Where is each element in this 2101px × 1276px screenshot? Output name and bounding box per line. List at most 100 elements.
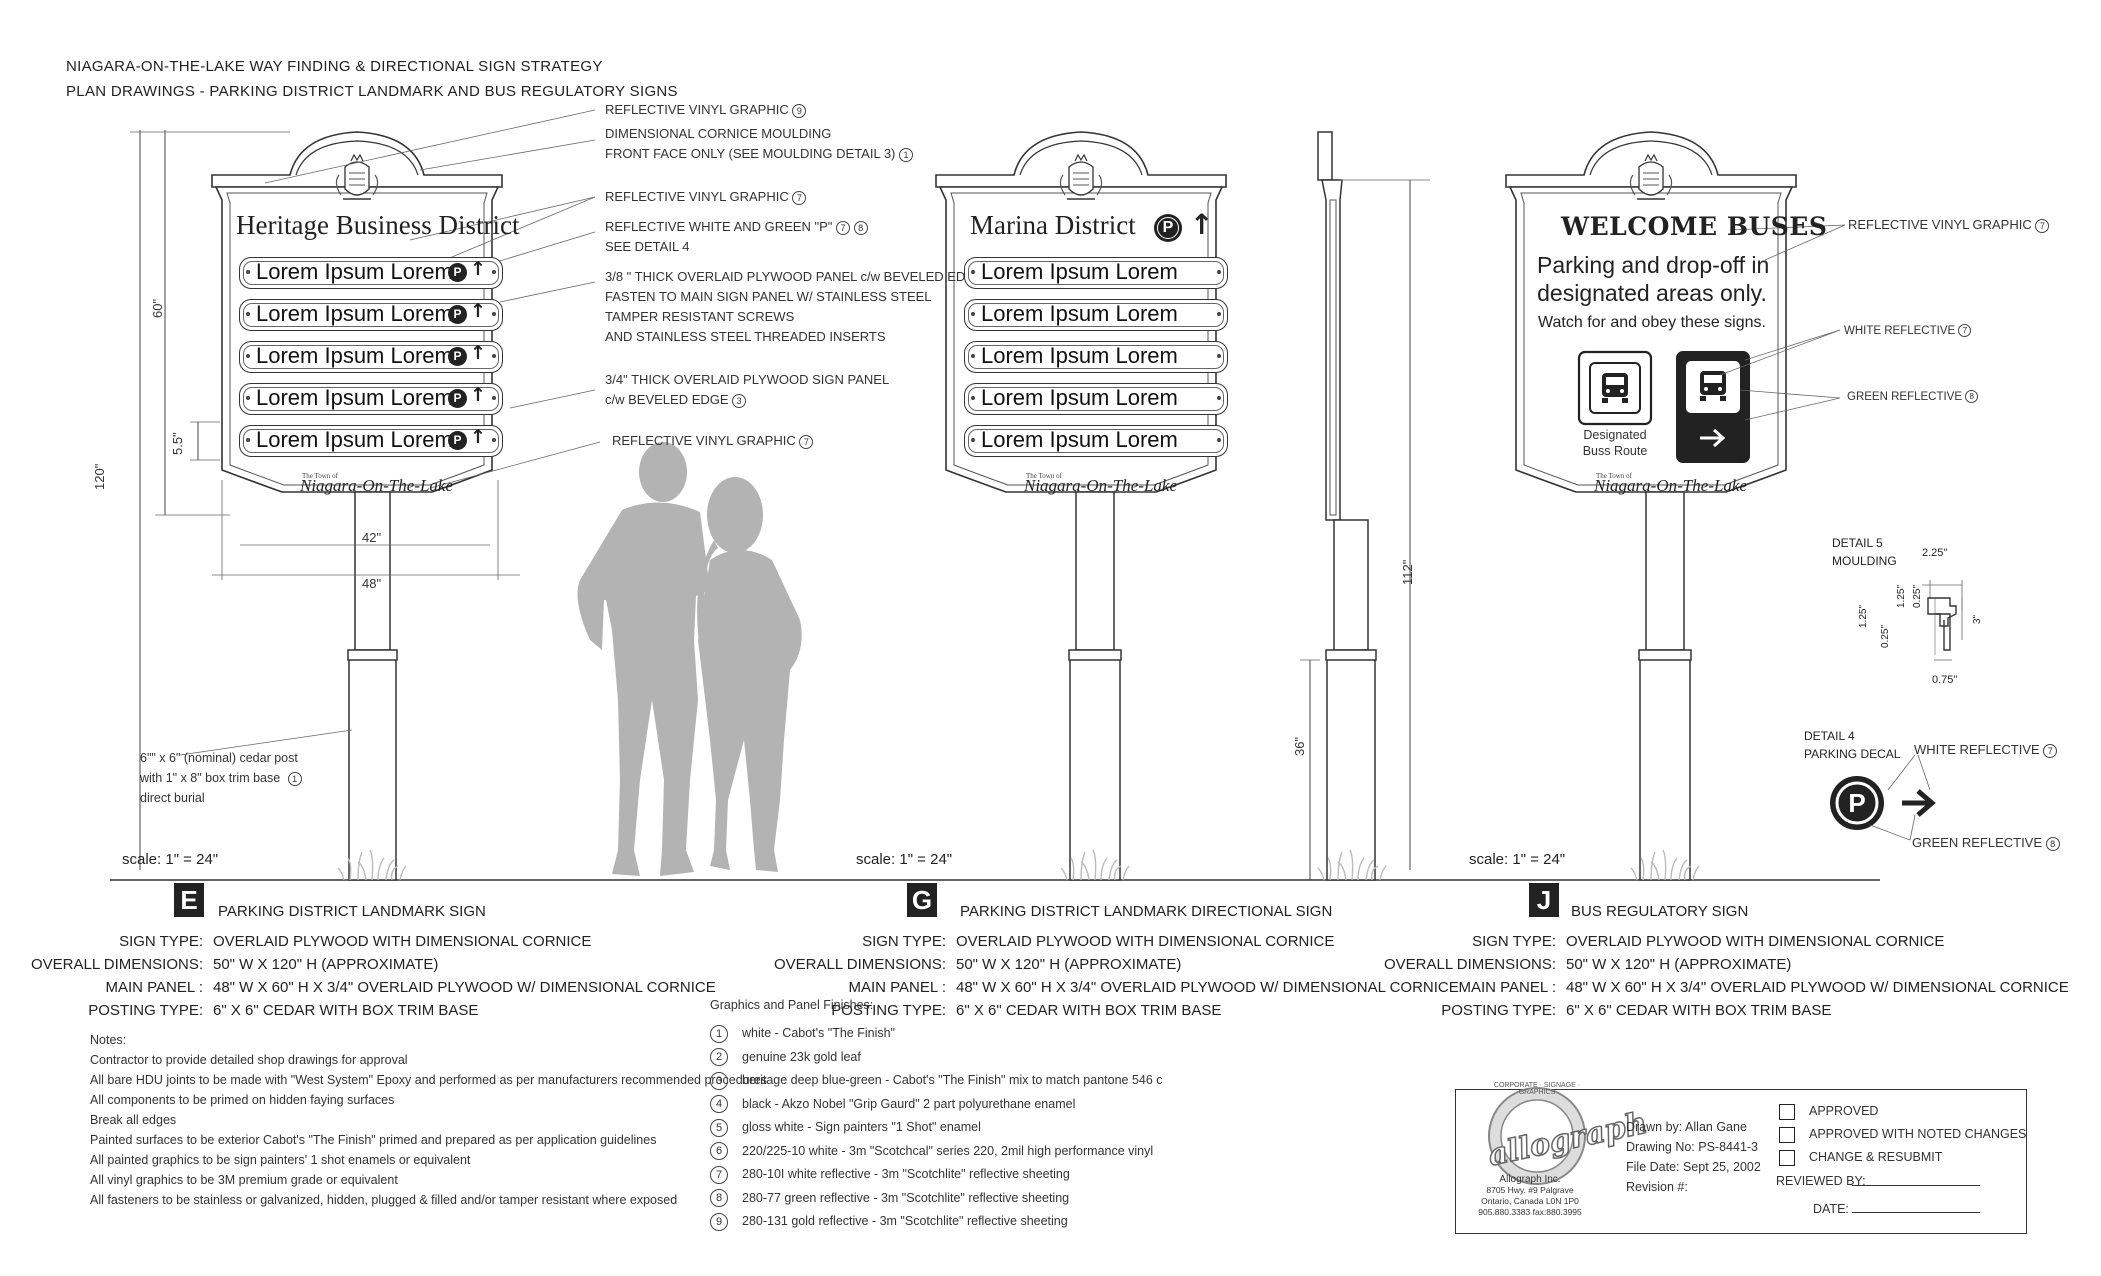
dim-120: 120" xyxy=(92,463,107,490)
sign-j-line2: designated areas only. xyxy=(1537,280,1767,306)
d5-0-25b: 0.25" xyxy=(1880,624,1891,648)
sign-e-name: PARKING DISTRICT LANDMARK SIGN xyxy=(218,903,486,920)
spec-key: OVERALL DIMENSIONS: xyxy=(31,956,203,973)
strip-label: Lorem Ipsum Lorem xyxy=(981,427,1178,452)
dim-112: 112" xyxy=(1400,559,1415,585)
spec-value: 50" W X 120" H (APPROXIMATE) xyxy=(956,956,1182,973)
arrow-up-icon: ↑ xyxy=(470,258,486,280)
sign-j-line3: Watch for and obey these signs. xyxy=(1538,314,1766,331)
spec-value: 6" X 6" CEDAR WITH BOX TRIM BASE xyxy=(213,1002,479,1019)
approved-checkbox[interactable]: APPROVED xyxy=(1779,1100,2026,1123)
finish-text: heritage deep blue-green - Cabot's "The … xyxy=(742,1073,1163,1087)
parking-p-icon: P xyxy=(448,347,467,366)
finish-item: 4 black - Akzo Nobel "Grip Gaurd" 2 part … xyxy=(710,1093,1075,1115)
notes-title: Notes: xyxy=(90,1033,127,1047)
finish-number: 9 xyxy=(710,1212,728,1231)
sign-j-title: WELCOME BUSES xyxy=(1561,212,1828,241)
sign-e-logo: Niagara-On-The-Lake xyxy=(300,476,453,495)
d5-1-25a: 1.25" xyxy=(1896,584,1907,608)
spec-key: SIGN TYPE: xyxy=(862,933,946,950)
d5-2-25: 2.25" xyxy=(1922,547,1948,559)
sign-j-logo-small: The Town of xyxy=(1596,472,1632,480)
finish-text: 220/225-10 white - 3m "Scotchcal" series… xyxy=(742,1143,1154,1158)
finish-text: black - Akzo Nobel "Grip Gaurd" 2 part p… xyxy=(742,1096,1076,1111)
spec-value: OVERLAID PLYWOOD WITH DIMENSIONAL CORNIC… xyxy=(213,933,592,950)
arrow-up-icon: ↑ xyxy=(470,342,486,364)
spec-key: SIGN TYPE: xyxy=(119,933,203,950)
spec-value: 48" W X 60" H X 3/4" OVERLAID PLYWOOD W/… xyxy=(1566,979,2069,996)
dim-36: 36" xyxy=(1292,736,1307,756)
note-item: All vinyl graphics to be 3M premium grad… xyxy=(90,1173,398,1187)
strip-label: Lorem Ipsum Lorem xyxy=(981,259,1178,284)
allograph-logo: allograph CORPORATE · SIGNAGE · GRAPHICS xyxy=(1473,1072,1651,1200)
approval-block: APPROVED APPROVED WITH NOTED CHANGES CHA… xyxy=(1779,1100,2026,1169)
sign-j-logo: Niagara-On-The-Lake xyxy=(1594,476,1747,495)
sign-e-drawing xyxy=(130,109,601,881)
spec-row: OVERALL DIMENSIONS: 50" W X 120" H (APPRO… xyxy=(3,954,438,976)
note-item: Break all edges xyxy=(90,1113,177,1127)
callout-reflective-vinyl-3: REFLECTIVE VINYL GRAPHIC 7 xyxy=(612,431,814,451)
finish-text: 280-77 green reflective - 3m "Scotchlite… xyxy=(742,1190,1070,1205)
callout-reflective-vinyl-2: REFLECTIVE VINYL GRAPHIC 7 xyxy=(605,187,807,207)
strip-label: Lorem Ipsum Lorem xyxy=(256,385,453,410)
sign-g-name: PARKING DISTRICT LANDMARK DIRECTIONAL SI… xyxy=(960,903,1333,920)
drawing-title: NIAGARA-ON-THE-LAKE WAY FINDING & DIRECT… xyxy=(66,58,603,75)
arrow-up-icon: ↑ xyxy=(1190,208,1214,241)
note-item: Painted surfaces to be exterior Cabot's … xyxy=(90,1133,657,1147)
parking-p-icon: P xyxy=(1154,214,1182,242)
change-resubmit-checkbox[interactable]: CHANGE & RESUBMIT xyxy=(1779,1146,2026,1169)
finish-number: 4 xyxy=(710,1095,728,1114)
date-line[interactable] xyxy=(1852,1212,1980,1213)
reviewed-by-line[interactable] xyxy=(1852,1185,1980,1186)
spec-key: SIGN TYPE: xyxy=(1472,933,1556,950)
callout-sign-panel: 3/4" THICK OVERLAID PLYWOOD SIGN PANEL xyxy=(605,372,890,387)
bus-sign-caption-2: Buss Route xyxy=(1582,444,1648,458)
date-label: DATE: xyxy=(1813,1202,1849,1216)
name-strip: Lorem Ipsum Lorem xyxy=(964,257,1228,289)
spec-key: MAIN PANEL : xyxy=(105,979,203,996)
finish-item: 8 280-77 green reflective - 3m "Scotchlit… xyxy=(710,1187,1069,1209)
sign-g-title: Marina District xyxy=(970,210,1136,240)
detail-4-p: P xyxy=(1848,788,1866,818)
strip-label: Lorem Ipsum Lorem xyxy=(981,343,1178,368)
callout-j-green: GREEN REFLECTIVE 8 xyxy=(1847,387,1979,407)
name-strip: Lorem Ipsum Lorem xyxy=(964,341,1228,373)
reviewed-by: REVIEWED BY: xyxy=(1776,1174,1866,1188)
finish-number: 6 xyxy=(710,1142,728,1161)
strip-label: Lorem Ipsum Lorem xyxy=(981,385,1178,410)
dim-48: 48" xyxy=(362,576,382,591)
spec-value: 50" W X 120" H (APPROXIMATE) xyxy=(213,956,439,973)
callout-fasten: FASTEN TO MAIN SIGN PANEL W/ STAINLESS S… xyxy=(605,289,932,304)
dim-60: 60" xyxy=(150,298,165,318)
spec-value: OVERLAID PLYWOOD WITH DIMENSIONAL CORNIC… xyxy=(1566,933,1945,950)
arrow-up-icon: ↑ xyxy=(470,426,486,448)
spec-value: 6" X 6" CEDAR WITH BOX TRIM BASE xyxy=(956,1002,1222,1019)
spec-row: POSTING TYPE:6" X 6" CEDAR WITH BOX TRIM… xyxy=(3,1000,478,1022)
post-note: 6"" x 6" (nominal) cedar post with 1" x … xyxy=(140,748,302,808)
finish-number: 8 xyxy=(710,1189,728,1208)
allograph-ring: CORPORATE · SIGNAGE · GRAPHICS xyxy=(1493,1082,1581,1096)
sign-j-name: BUS REGULATORY SIGN xyxy=(1571,903,1749,920)
parking-p-icon: P xyxy=(448,263,467,282)
approved-with-changes-checkbox[interactable]: APPROVED WITH NOTED CHANGES xyxy=(1779,1123,2026,1146)
dim-42: 42" xyxy=(362,530,382,545)
d5-0-25a: 0.25" xyxy=(1912,584,1923,608)
name-strip: Lorem Ipsum Lorem xyxy=(964,425,1228,457)
parking-p-icon: P xyxy=(448,305,467,324)
note-item: All fasteners to be stainless or galvani… xyxy=(90,1193,678,1207)
spec-row: MAIN PANEL :48" W X 60" H X 3/4" OVERLAI… xyxy=(3,977,715,999)
spec-key: POSTING TYPE: xyxy=(1441,1002,1556,1019)
d5-3: 3" xyxy=(1972,614,1983,624)
arrow-up-icon: ↑ xyxy=(470,300,486,322)
finish-text: 280-10I white reflective - 3m "Scotchlit… xyxy=(742,1167,1070,1181)
